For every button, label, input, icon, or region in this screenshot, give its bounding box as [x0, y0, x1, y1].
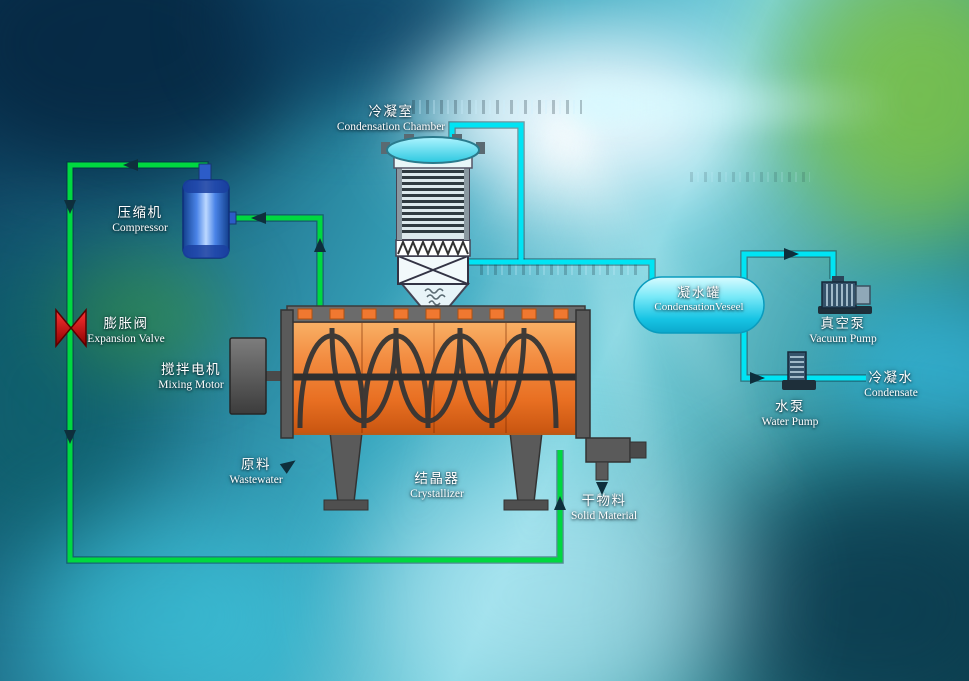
arrow-left-suction [251, 212, 266, 224]
refrigerant-pipe-suction [227, 215, 323, 311]
vapor-pipe-to-vessel [466, 259, 655, 282]
label-condensation-chamber-cn: 冷凝室 [368, 104, 414, 120]
label-condensation-vessel: 凝水罐 CondensationVeseel [654, 286, 744, 314]
zigzag-heat-exchanger [397, 239, 469, 257]
lid-handle-right [476, 142, 485, 154]
condensation-chamber [381, 134, 485, 311]
crystallizer-leg-right [509, 431, 543, 503]
arrow-down-upper [64, 200, 76, 214]
texture-artifact [690, 172, 810, 182]
bg-blob-bright [30, 510, 310, 681]
motor-shaft [264, 371, 294, 381]
expansion-valve [55, 307, 87, 349]
chamber-lid [386, 136, 480, 164]
condensate-pipe [741, 330, 866, 381]
arrow-down-lower [64, 430, 76, 444]
vapor-condensate-pipes [448, 121, 866, 382]
label-vacuum-pump: 真空泵 Vacuum Pump [809, 316, 877, 345]
mixing-motor [229, 337, 267, 415]
crystallizer-leg-left [329, 431, 363, 503]
arrow-right-vacuum [784, 248, 799, 260]
vacuum-pump-pipe [741, 251, 836, 283]
label-water-pump: 水泵 Water Pump [761, 399, 819, 428]
label-mixing-motor: 搅拌电机 Mixing Motor [158, 362, 224, 391]
label-expansion-valve: 膨胀阀 Expansion Valve [87, 316, 165, 345]
vacuum-pump [818, 276, 872, 314]
compressor [182, 163, 237, 259]
arrow-left-top [123, 159, 138, 171]
end-plate-left [280, 309, 294, 439]
label-compressor: 压缩机 Compressor [112, 205, 168, 234]
label-condensation-chamber: 冷凝室 Condensation Chamber [336, 104, 446, 134]
steam-squiggle-icon [424, 288, 444, 294]
label-crystallizer: 结晶器 Crystallizer [410, 471, 464, 500]
texture-artifact [412, 100, 582, 114]
crystallizer [229, 305, 647, 511]
label-condensation-chamber-en: Condensation Chamber [336, 120, 446, 133]
bg-blob-green-left [60, 255, 230, 375]
arrow-up-return [554, 496, 566, 510]
solids-outlet-pipe [595, 461, 609, 481]
arrow-down-solids [596, 482, 608, 495]
lid-handle-left [381, 142, 390, 154]
flow-arrows [64, 159, 799, 510]
label-condensate: 冷凝水 Condensate [864, 370, 918, 399]
bg-cyan-streak [570, 84, 900, 126]
arrow-right-condensate [750, 372, 765, 384]
arrow-wastewater-inlet [279, 460, 296, 474]
water-pump [782, 351, 816, 390]
vapor-pipe-top [449, 122, 524, 262]
label-solid-material: 干物料 Solid Material [570, 493, 638, 522]
label-wastewater: 原料 Wastewater [229, 457, 283, 486]
end-plate-right [575, 309, 591, 439]
condensation-vessel [633, 276, 765, 334]
texture-artifact [480, 263, 640, 275]
auger-screw [297, 327, 559, 429]
discharge-drive [585, 437, 631, 463]
arrow-up-riser [314, 238, 326, 252]
